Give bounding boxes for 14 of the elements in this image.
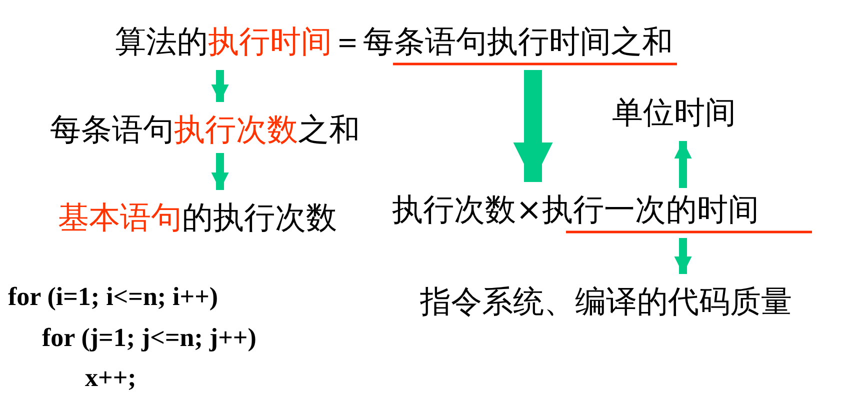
text-label: 单位时间 bbox=[612, 93, 736, 133]
arrow bbox=[211, 70, 229, 102]
arrow bbox=[674, 141, 692, 188]
text-label: 指令系统、编译的代码质量 bbox=[420, 282, 792, 322]
text-label: 基本语句的执行次数 bbox=[58, 198, 337, 238]
arrow bbox=[513, 70, 553, 182]
code-line: for (i=1; i<=n; i++) bbox=[8, 281, 218, 313]
text-label: 执行次数×执行一次的时间 bbox=[392, 190, 759, 230]
arrow bbox=[674, 238, 692, 274]
text-label: 每条语句执行次数之和 bbox=[50, 110, 360, 150]
text-label: 算法的执行时间＝每条语句执行时间之和 bbox=[115, 22, 673, 62]
arrow bbox=[211, 153, 229, 190]
code-line: for (j=1; j<=n; j++) bbox=[42, 322, 256, 354]
code-line: x++; bbox=[85, 362, 136, 394]
